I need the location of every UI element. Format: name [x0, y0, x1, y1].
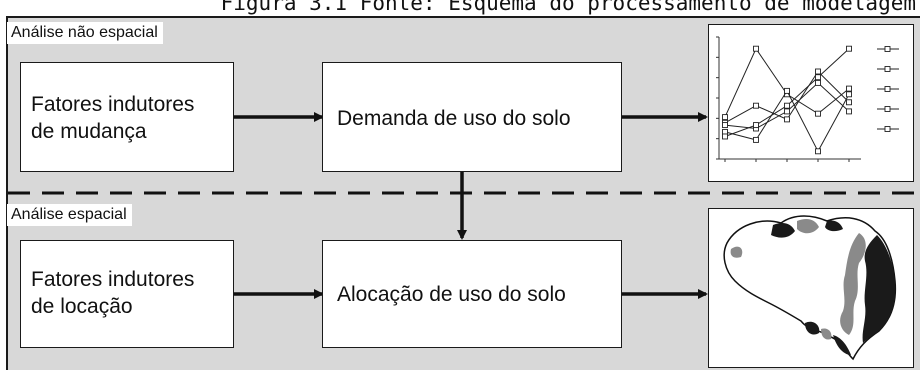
map-region-gray-south: [821, 328, 832, 340]
chart-legend-marker: [884, 66, 891, 72]
chart-data-point: [784, 116, 790, 123]
change-drivers-line2: de mudança: [31, 120, 147, 143]
demand-line-chart: [716, 36, 899, 162]
chart-legend-marker: [884, 86, 891, 92]
chart-data-point: [784, 108, 790, 115]
chart-data-point: [753, 102, 759, 109]
chart-data-point: [722, 114, 728, 121]
chart-data-point: [846, 99, 852, 106]
chart-data-point: [846, 91, 852, 98]
land-use-demand-label: Demanda de uso do solo: [337, 107, 571, 130]
map-region-dark-north: [771, 220, 843, 238]
chart-data-point: [722, 133, 728, 140]
map-region-dark-south: [805, 321, 851, 355]
chart-data-point: [784, 87, 790, 94]
nonspatial-section-label: Análise não espacial: [7, 22, 163, 44]
chart-data-point: [815, 79, 821, 86]
location-drivers-line2: de locação: [31, 295, 133, 318]
map-region-gray-east: [840, 233, 866, 335]
land-use-allocation-map: [723, 215, 897, 361]
land-use-allocation-box: Alocação de uso do solo: [322, 240, 622, 348]
chart-data-point: [846, 108, 852, 115]
demand-chart-frame: [708, 24, 914, 182]
spatial-section-label: Análise espacial: [7, 204, 132, 226]
chart-data-point: [753, 136, 759, 143]
land-use-allocation-label: Alocação de uso do solo: [337, 283, 566, 306]
chart-data-point: [753, 122, 759, 129]
chart-data-point: [846, 85, 852, 92]
chart-legend-marker: [884, 126, 891, 132]
land-use-map-frame: [708, 208, 914, 368]
map-region-gray-north: [730, 219, 819, 258]
change-drivers-box: Fatores indutores de mudança: [20, 62, 234, 172]
chart-data-point: [815, 74, 821, 81]
chart-data-point: [815, 68, 821, 75]
chart-data-point: [846, 45, 852, 52]
figure-caption: Figura 3.1 Fonte: Esquema do processamen…: [220, 0, 916, 15]
chart-data-point: [753, 45, 759, 52]
chart-data-point: [722, 122, 728, 129]
location-drivers-box: Fatores indutores de locação: [20, 240, 234, 348]
land-use-demand-box: Demanda de uso do solo: [322, 62, 622, 172]
chart-data-point: [784, 102, 790, 109]
chart-data-point: [815, 148, 821, 155]
chart-legend-marker: [884, 106, 891, 112]
change-drivers-line1: Fatores indutores: [31, 93, 195, 116]
chart-legend-marker: [884, 46, 891, 52]
location-drivers-line1: Fatores indutores: [31, 268, 195, 291]
map-region-dark-east: [862, 235, 896, 343]
chart-data-point: [815, 110, 821, 117]
